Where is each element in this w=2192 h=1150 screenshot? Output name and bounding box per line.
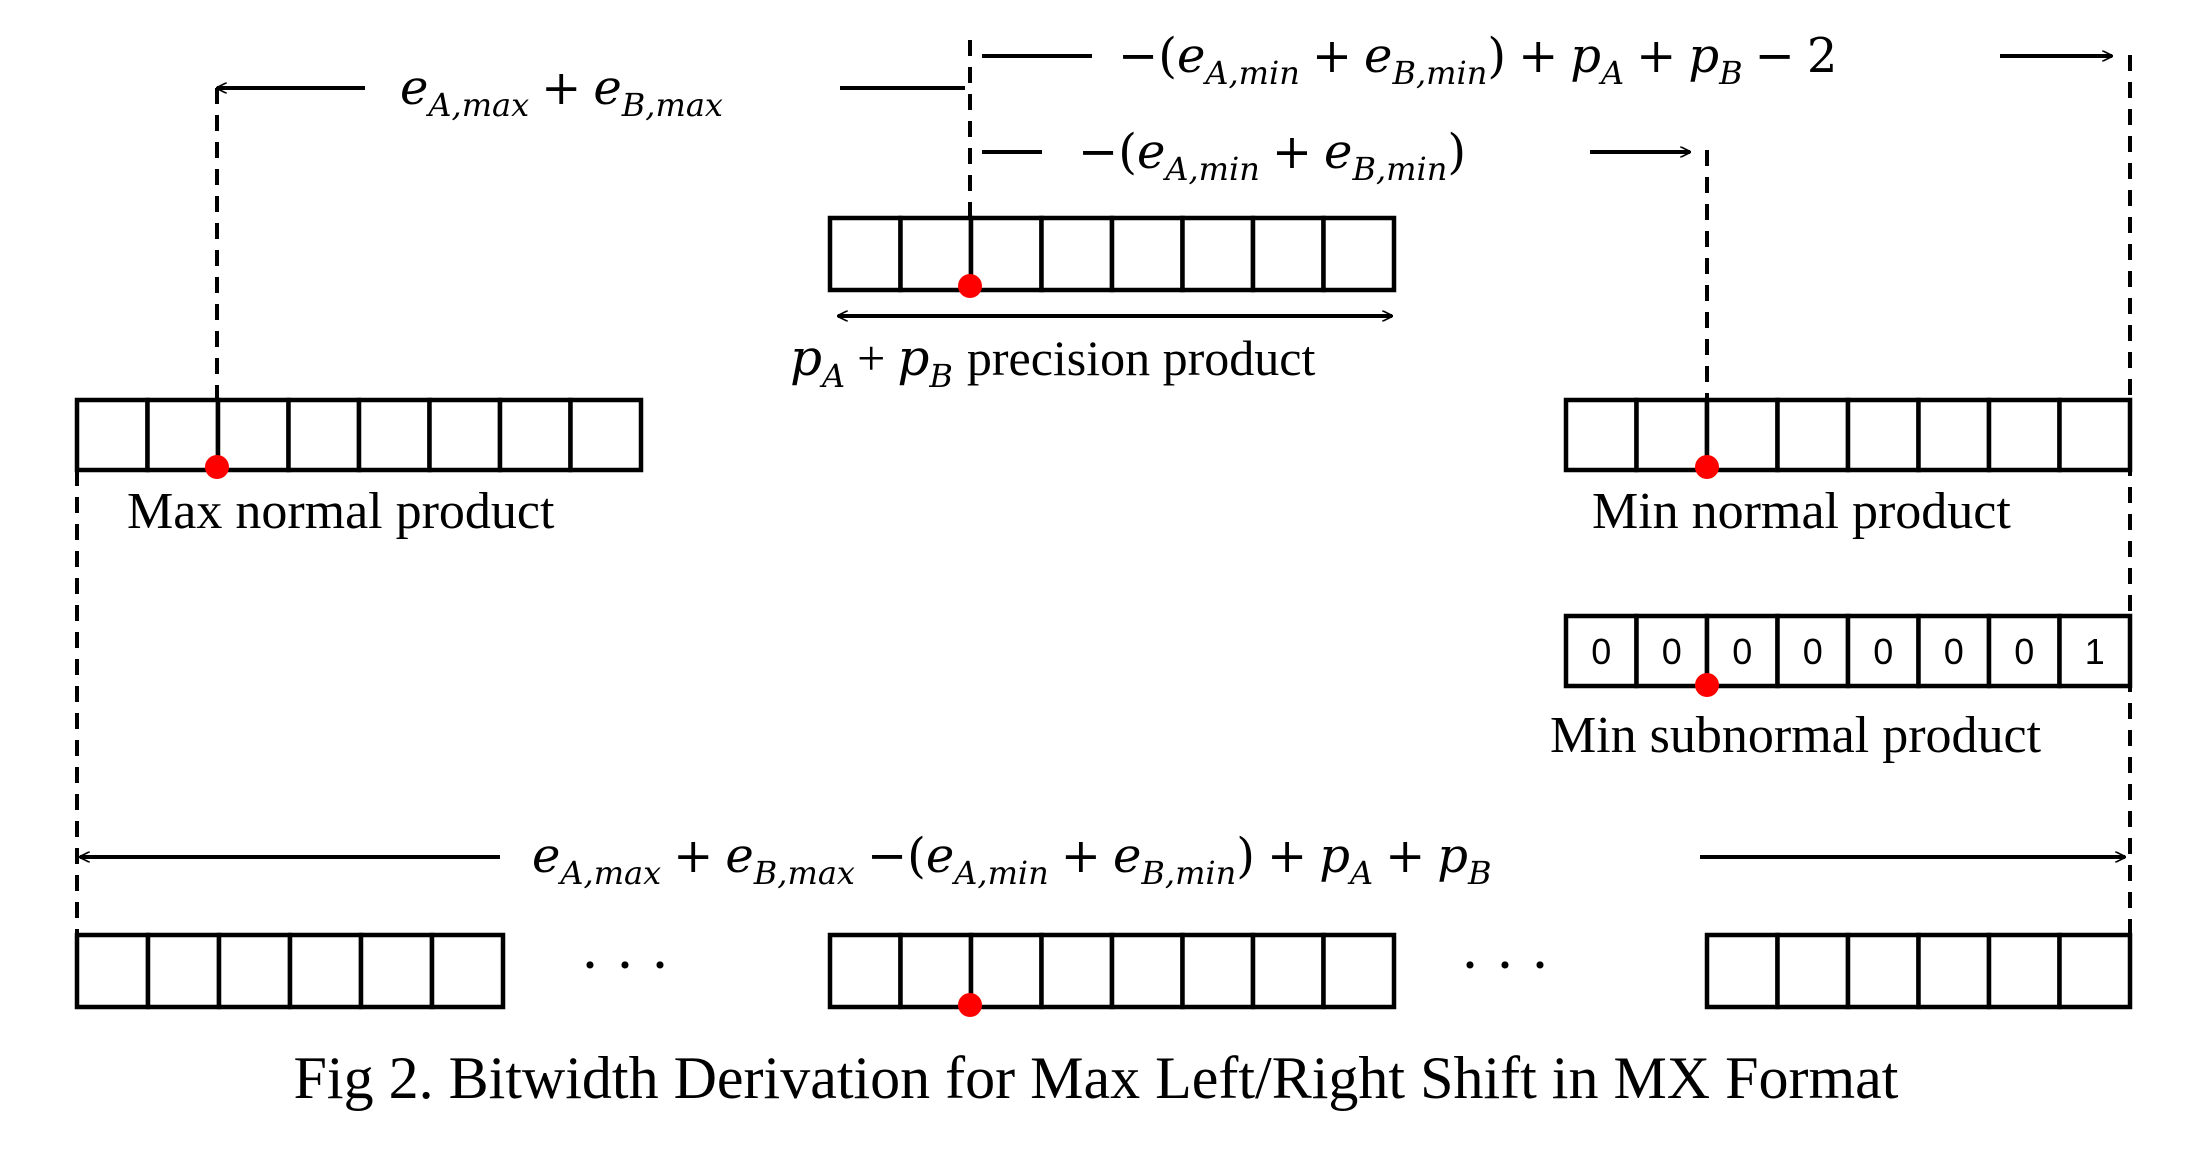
accumulator-register-left [74,932,506,1010]
bit-cell [145,932,222,1010]
bit-cell [1039,215,1115,293]
bit-cell [74,397,150,473]
bit-cell [1986,397,2062,473]
bit-cell [145,397,221,473]
bit-cell [1180,215,1256,293]
bit-value: 0 [1732,631,1752,672]
bit-cell [1775,397,1851,473]
bit-cell [1109,215,1185,293]
precision-product-register [827,215,1397,293]
ellipsis-left: · · · [580,932,670,998]
bit-cell [286,397,362,473]
bit-cell [1704,613,1780,689]
label-max-left-shift: eA,max+eB,max [400,60,723,124]
bit-cell [1634,397,1710,473]
label-total-bitwidth: eA,max+eB,max−(eA,min+eB,min)+pA+pB [532,828,1492,892]
binary-point-min-normal [1695,455,1719,479]
binary-point-subnormal [1695,673,1719,697]
bit-value: 0 [1873,631,1893,672]
bit-cell [356,397,432,473]
bit-cell [1775,613,1851,689]
bit-cell [1704,932,1780,1010]
bit-value: 0 [1803,631,1823,672]
ellipsis-right: · · · [1460,932,1550,998]
bit-value: 0 [1944,631,1964,672]
bit-cell [2057,613,2133,689]
bit-cell [1916,397,1992,473]
min-subnormal-register: 0 0 0 0 0 0 0 1 [1563,613,2133,689]
bit-cell [1321,215,1397,293]
bit-value: 1 [2085,631,2105,672]
bit-cell [1109,932,1185,1010]
bit-cell [1250,932,1326,1010]
bit-cell [74,932,151,1010]
max-normal-register [74,397,644,473]
label-min-subnormal: Min subnormal product [1550,707,2042,764]
bit-cell [1916,932,1992,1010]
binary-point-precision [958,274,982,298]
bit-cell [1916,613,1992,689]
bit-cell [287,932,364,1010]
bit-value: 0 [1662,631,1682,672]
bit-cell [968,215,1044,293]
bit-cell [1775,932,1851,1010]
bit-cell [1180,932,1256,1010]
label-max-right-shift: −(eA,min+eB,min)+pA+pB−2 [1118,28,1837,92]
bit-cell [1250,215,1326,293]
bit-cell [1845,932,1921,1010]
label-min-normal-shift: −(eA,min+eB,min) [1078,124,1466,188]
bit-cell [427,397,503,473]
bit-cell [1321,932,1397,1010]
bit-cell [1845,613,1921,689]
min-normal-register [1563,397,2133,473]
bit-cell [1039,932,1115,1010]
bit-cell [1986,932,2062,1010]
bit-cell [2057,397,2133,473]
accumulator-register-middle [827,932,1397,1010]
bit-cell [497,397,573,473]
binary-point-accumulator [958,993,982,1017]
bit-value: 0 [2014,631,2034,672]
bit-cell [827,932,903,1010]
figure-caption: Fig 2. Bitwidth Derivation for Max Left/… [294,1045,1899,1111]
bit-cell [568,397,644,473]
bit-cell [968,932,1044,1010]
bit-cell [2057,932,2133,1010]
bit-cell [1563,397,1639,473]
bit-cell [429,932,506,1010]
bit-cell [898,932,974,1010]
bit-cell [827,215,903,293]
bit-cell [358,932,435,1010]
accumulator-register-right [1704,932,2133,1010]
label-max-normal: Max normal product [127,483,555,540]
bit-cell [1563,613,1639,689]
bit-cell [898,215,974,293]
binary-point-max-normal [205,455,229,479]
bit-cell [215,397,291,473]
bit-cell [216,932,293,1010]
label-min-normal: Min normal product [1592,483,2011,540]
bit-value: 0 [1591,631,1611,672]
bit-cell [1845,397,1921,473]
bit-cell [1704,397,1780,473]
